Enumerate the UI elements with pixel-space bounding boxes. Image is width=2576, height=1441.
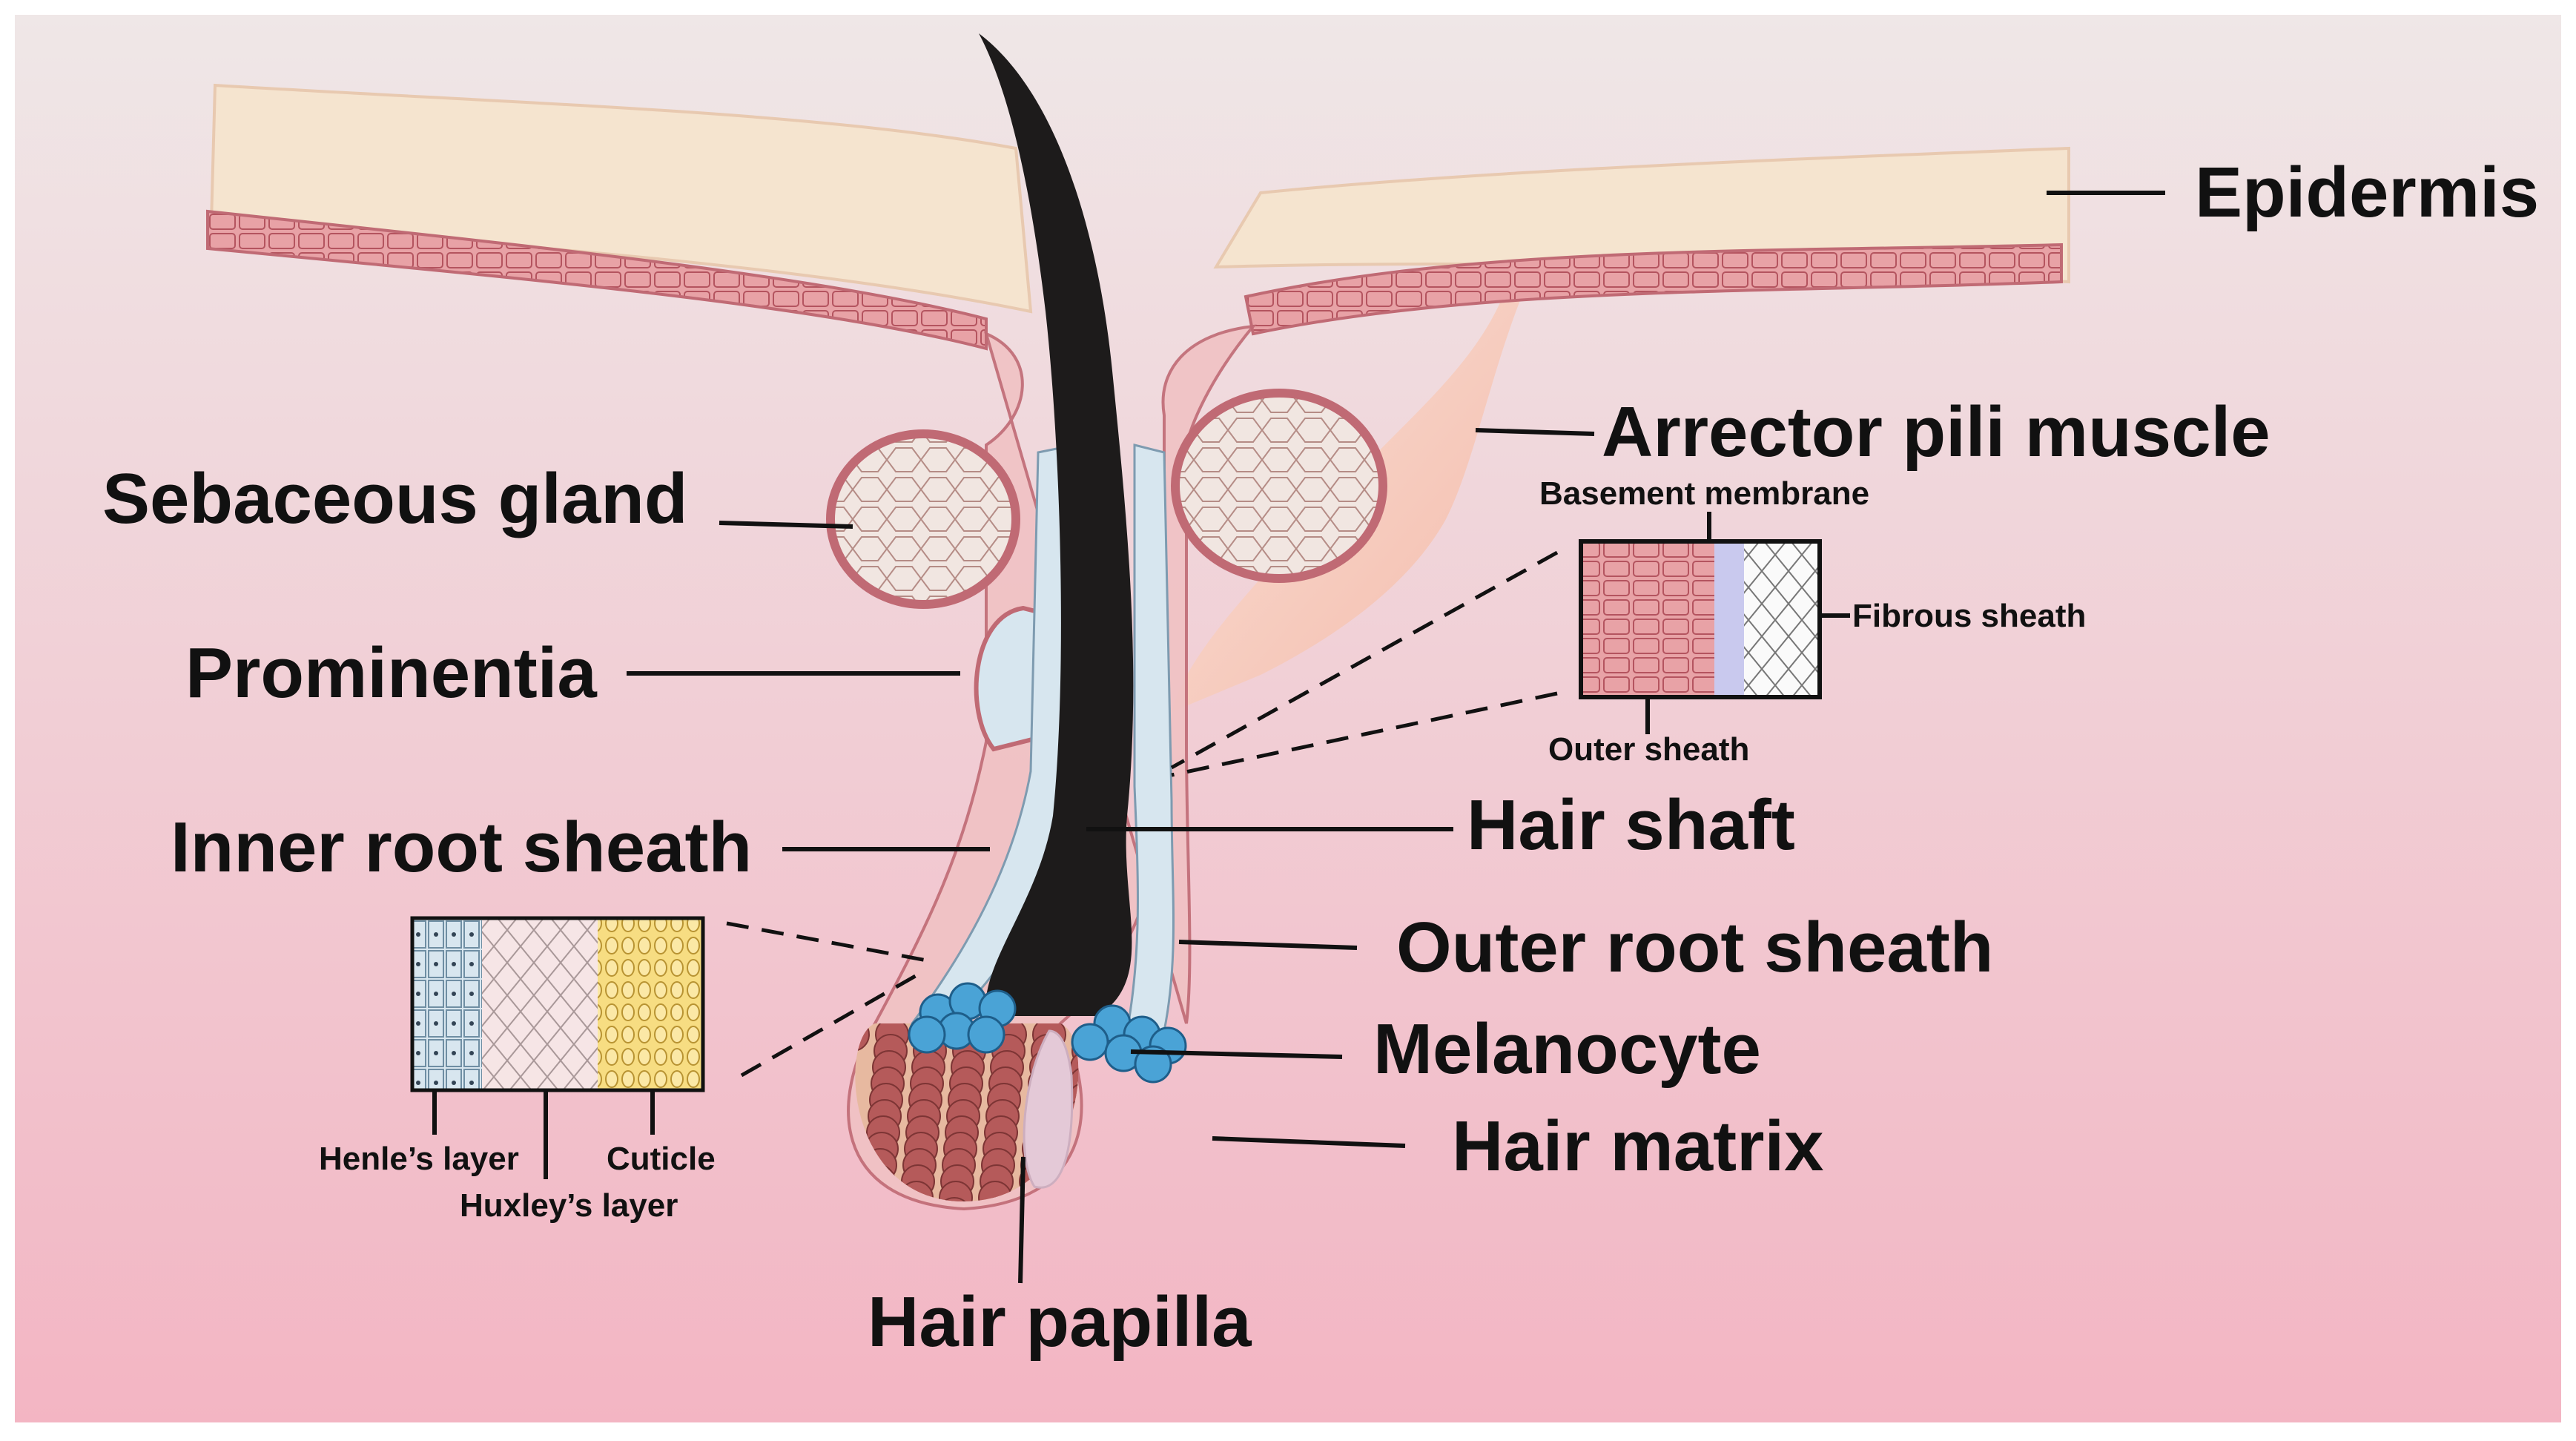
label-outer-sheath: Outer sheath: [1548, 731, 1749, 768]
label-fibrous-sheath: Fibrous sheath: [1852, 598, 2086, 634]
epidermis-basal-cells-left: [206, 209, 988, 351]
sebaceous-gland-left: [826, 429, 1020, 609]
hair-shaft: [979, 33, 1134, 1016]
label-huxleys-layer: Huxley’s layer: [460, 1187, 678, 1224]
label-outer-root-sheath: Outer root sheath: [1396, 908, 1993, 987]
inset-connectors: [726, 550, 1559, 1078]
label-inner-root-sheath: Inner root sheath: [171, 808, 752, 887]
melanocyte-cell: [1071, 1023, 1109, 1061]
matrix-cell: [1071, 1034, 1079, 1068]
sebaceous-gland-right: [1171, 389, 1387, 583]
label-cuticle: Cuticle: [607, 1141, 716, 1177]
melanocyte-cell: [1134, 1045, 1172, 1084]
melanocyte-cell: [967, 1015, 1005, 1054]
inset-inner-sheath-layers: [410, 916, 705, 1092]
label-henles-layer: Henle’s layer: [319, 1141, 519, 1177]
label-sebaceous-gland: Sebaceous gland: [102, 459, 688, 538]
label-prominentia: Prominentia: [185, 633, 597, 713]
label-hair-papilla: Hair papilla: [868, 1282, 1252, 1362]
label-basement-membrane: Basement membrane: [1539, 475, 1869, 512]
label-epidermis: Epidermis: [2195, 153, 2539, 232]
label-melanocyte: Melanocyte: [1373, 1009, 1761, 1089]
epidermis-basal-cells-right: [1244, 243, 2063, 336]
matrix-cell: [937, 1197, 971, 1201]
hair-papilla: [1023, 1029, 1074, 1189]
label-arrector-pili-muscle: Arrector pili muscle: [1602, 392, 2270, 472]
melanocyte-cell: [908, 1015, 946, 1054]
inset-basement-membrane: [1579, 539, 1822, 699]
label-hair-matrix: Hair matrix: [1452, 1107, 1824, 1186]
leader-lines: [432, 191, 2165, 1284]
label-hair-shaft: Hair shaft: [1467, 785, 1795, 865]
